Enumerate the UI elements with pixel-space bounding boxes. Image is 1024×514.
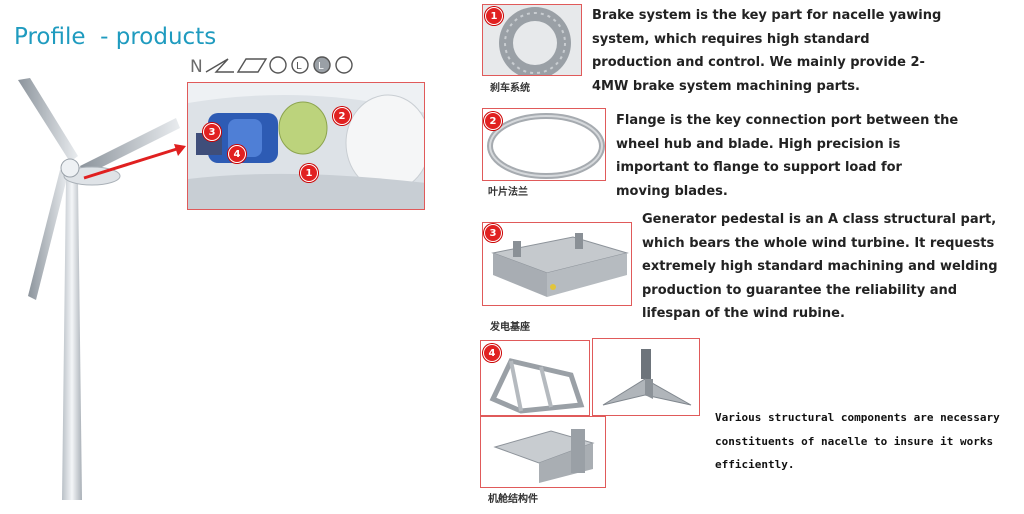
nacelle-beam-icon — [493, 429, 595, 483]
nacelle-cutaway-icon — [188, 83, 424, 209]
nacelle-bracket-icon — [602, 349, 692, 406]
product-3-badge: 3 — [484, 224, 502, 242]
product-2-description: Flange is the key connection port betwee… — [616, 109, 958, 203]
svg-text:L: L — [318, 61, 324, 72]
description-line: efficiently. — [715, 458, 795, 471]
description-line: extremely high standard machining and we… — [642, 259, 998, 274]
svg-text:N: N — [190, 57, 203, 76]
product-4-caption: 机舱结构件 — [488, 494, 538, 505]
callout-3-badge: 3 — [203, 123, 221, 141]
wind-turbine-icon — [18, 78, 180, 500]
product-2-caption: 叶片法兰 — [488, 187, 528, 198]
description-line: system, which requires high standard — [592, 31, 870, 47]
description-line: Generator pedestal is an A class structu… — [642, 212, 997, 227]
nacelle-frame-image-b — [592, 338, 700, 416]
product-1-badge: 1 — [485, 7, 503, 25]
pointer-arrow-icon — [83, 144, 186, 180]
callout-2-badge: 2 — [333, 107, 351, 125]
product-1-caption: 刹车系统 — [490, 83, 530, 94]
description-line: wheel hub and blade. High precision is — [616, 136, 901, 152]
description-line: Various structural components are necess… — [715, 411, 1000, 424]
blade-flange-image — [482, 108, 606, 181]
description-line: Flange is the key connection port betwee… — [616, 113, 959, 128]
description-line: lifespan of the wind rubine. — [642, 306, 845, 321]
product-3-description: Generator pedestal is an A class structu… — [642, 208, 998, 326]
product-2-badge: 2 — [484, 112, 502, 130]
nacelle-frame-image-c — [480, 416, 606, 488]
description-line: production and control. We mainly provid… — [592, 55, 925, 70]
product-3-caption: 发电基座 — [490, 322, 530, 333]
brake-disc-image — [482, 4, 582, 76]
description-line: moving blades. — [616, 183, 728, 199]
description-line: 4MW brake system machining parts. — [592, 78, 860, 94]
generator-pedestal-icon — [491, 233, 629, 297]
product-1-description: Brake system is the key part for nacelle… — [592, 4, 941, 98]
brake-disc-icon — [483, 5, 581, 75]
blade-flange-icon — [487, 113, 605, 179]
decorative-symbols-icon: N L L — [190, 56, 353, 76]
description-line: important to flange to support load for — [616, 160, 902, 175]
description-line: which bears the whole wind turbine. It r… — [642, 235, 995, 251]
svg-text:L: L — [296, 61, 302, 72]
product-4-badge: 4 — [483, 344, 501, 362]
description-line: production to guarantee the reliability … — [642, 282, 958, 298]
description-line: Brake system is the key part for nacelle… — [592, 8, 942, 23]
description-line: constituents of nacelle to insure it wor… — [715, 434, 994, 448]
callout-4-badge: 4 — [228, 145, 246, 163]
page-title: Profile - products — [14, 24, 217, 50]
generator-pedestal-image — [482, 222, 632, 306]
callout-1-badge: 1 — [300, 164, 318, 182]
nacelle-cutaway-image: 2 3 4 1 — [187, 82, 425, 210]
product-4-description: Various structural components are necess… — [715, 406, 1000, 477]
nacelle-frame-icon — [489, 358, 585, 414]
